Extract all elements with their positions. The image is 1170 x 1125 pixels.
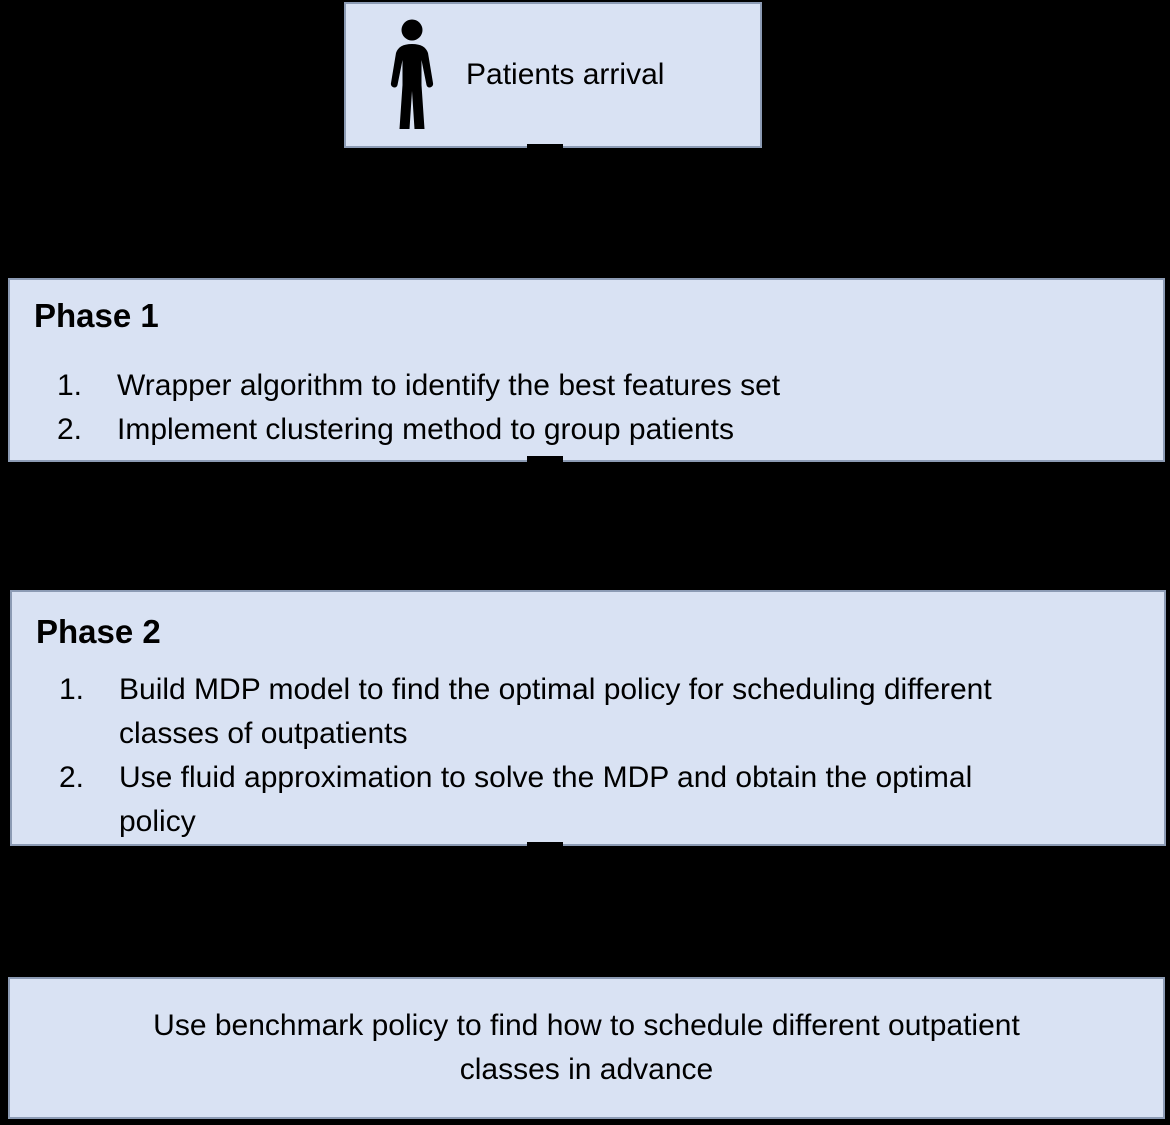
list-item: 2. Implement clustering method to group … bbox=[34, 408, 1145, 452]
connector-arrow bbox=[527, 456, 563, 590]
phase1-title: Phase 1 bbox=[34, 297, 159, 334]
phase1-list: 1. Wrapper algorithm to identify the bes… bbox=[34, 364, 1145, 452]
item-text: Implement clustering method to group pat… bbox=[117, 413, 735, 446]
item-text: Build MDP model to find the optimal poli… bbox=[119, 673, 992, 750]
connector-arrow bbox=[527, 144, 563, 278]
item-text: Wrapper algorithm to identify the best f… bbox=[117, 369, 781, 402]
patients-arrival-label: Patients arrival bbox=[466, 58, 665, 91]
patients-arrival-node: Patients arrival bbox=[344, 2, 762, 148]
connector-arrow bbox=[527, 842, 563, 977]
person-icon bbox=[385, 18, 439, 132]
benchmark-policy-text: Use benchmark policy to find how to sche… bbox=[153, 1009, 1020, 1086]
phase2-title: Phase 2 bbox=[36, 613, 161, 650]
item-number: 2. bbox=[57, 413, 83, 446]
item-number: 1. bbox=[59, 673, 85, 706]
benchmark-policy-node: Use benchmark policy to find how to sche… bbox=[8, 977, 1165, 1119]
list-item: 1. Wrapper algorithm to identify the bes… bbox=[34, 364, 1145, 408]
item-text: Use fluid approximation to solve the MDP… bbox=[119, 761, 973, 838]
phase2-node: Phase 2 1. Build MDP model to find the o… bbox=[10, 590, 1166, 846]
list-item: 1. Build MDP model to find the optimal p… bbox=[36, 668, 1146, 756]
item-number: 2. bbox=[59, 761, 85, 794]
list-item: 2. Use fluid approximation to solve the … bbox=[36, 756, 1146, 844]
phase1-node: Phase 1 1. Wrapper algorithm to identify… bbox=[8, 278, 1165, 462]
item-number: 1. bbox=[57, 369, 83, 402]
phase2-list: 1. Build MDP model to find the optimal p… bbox=[36, 668, 1146, 844]
